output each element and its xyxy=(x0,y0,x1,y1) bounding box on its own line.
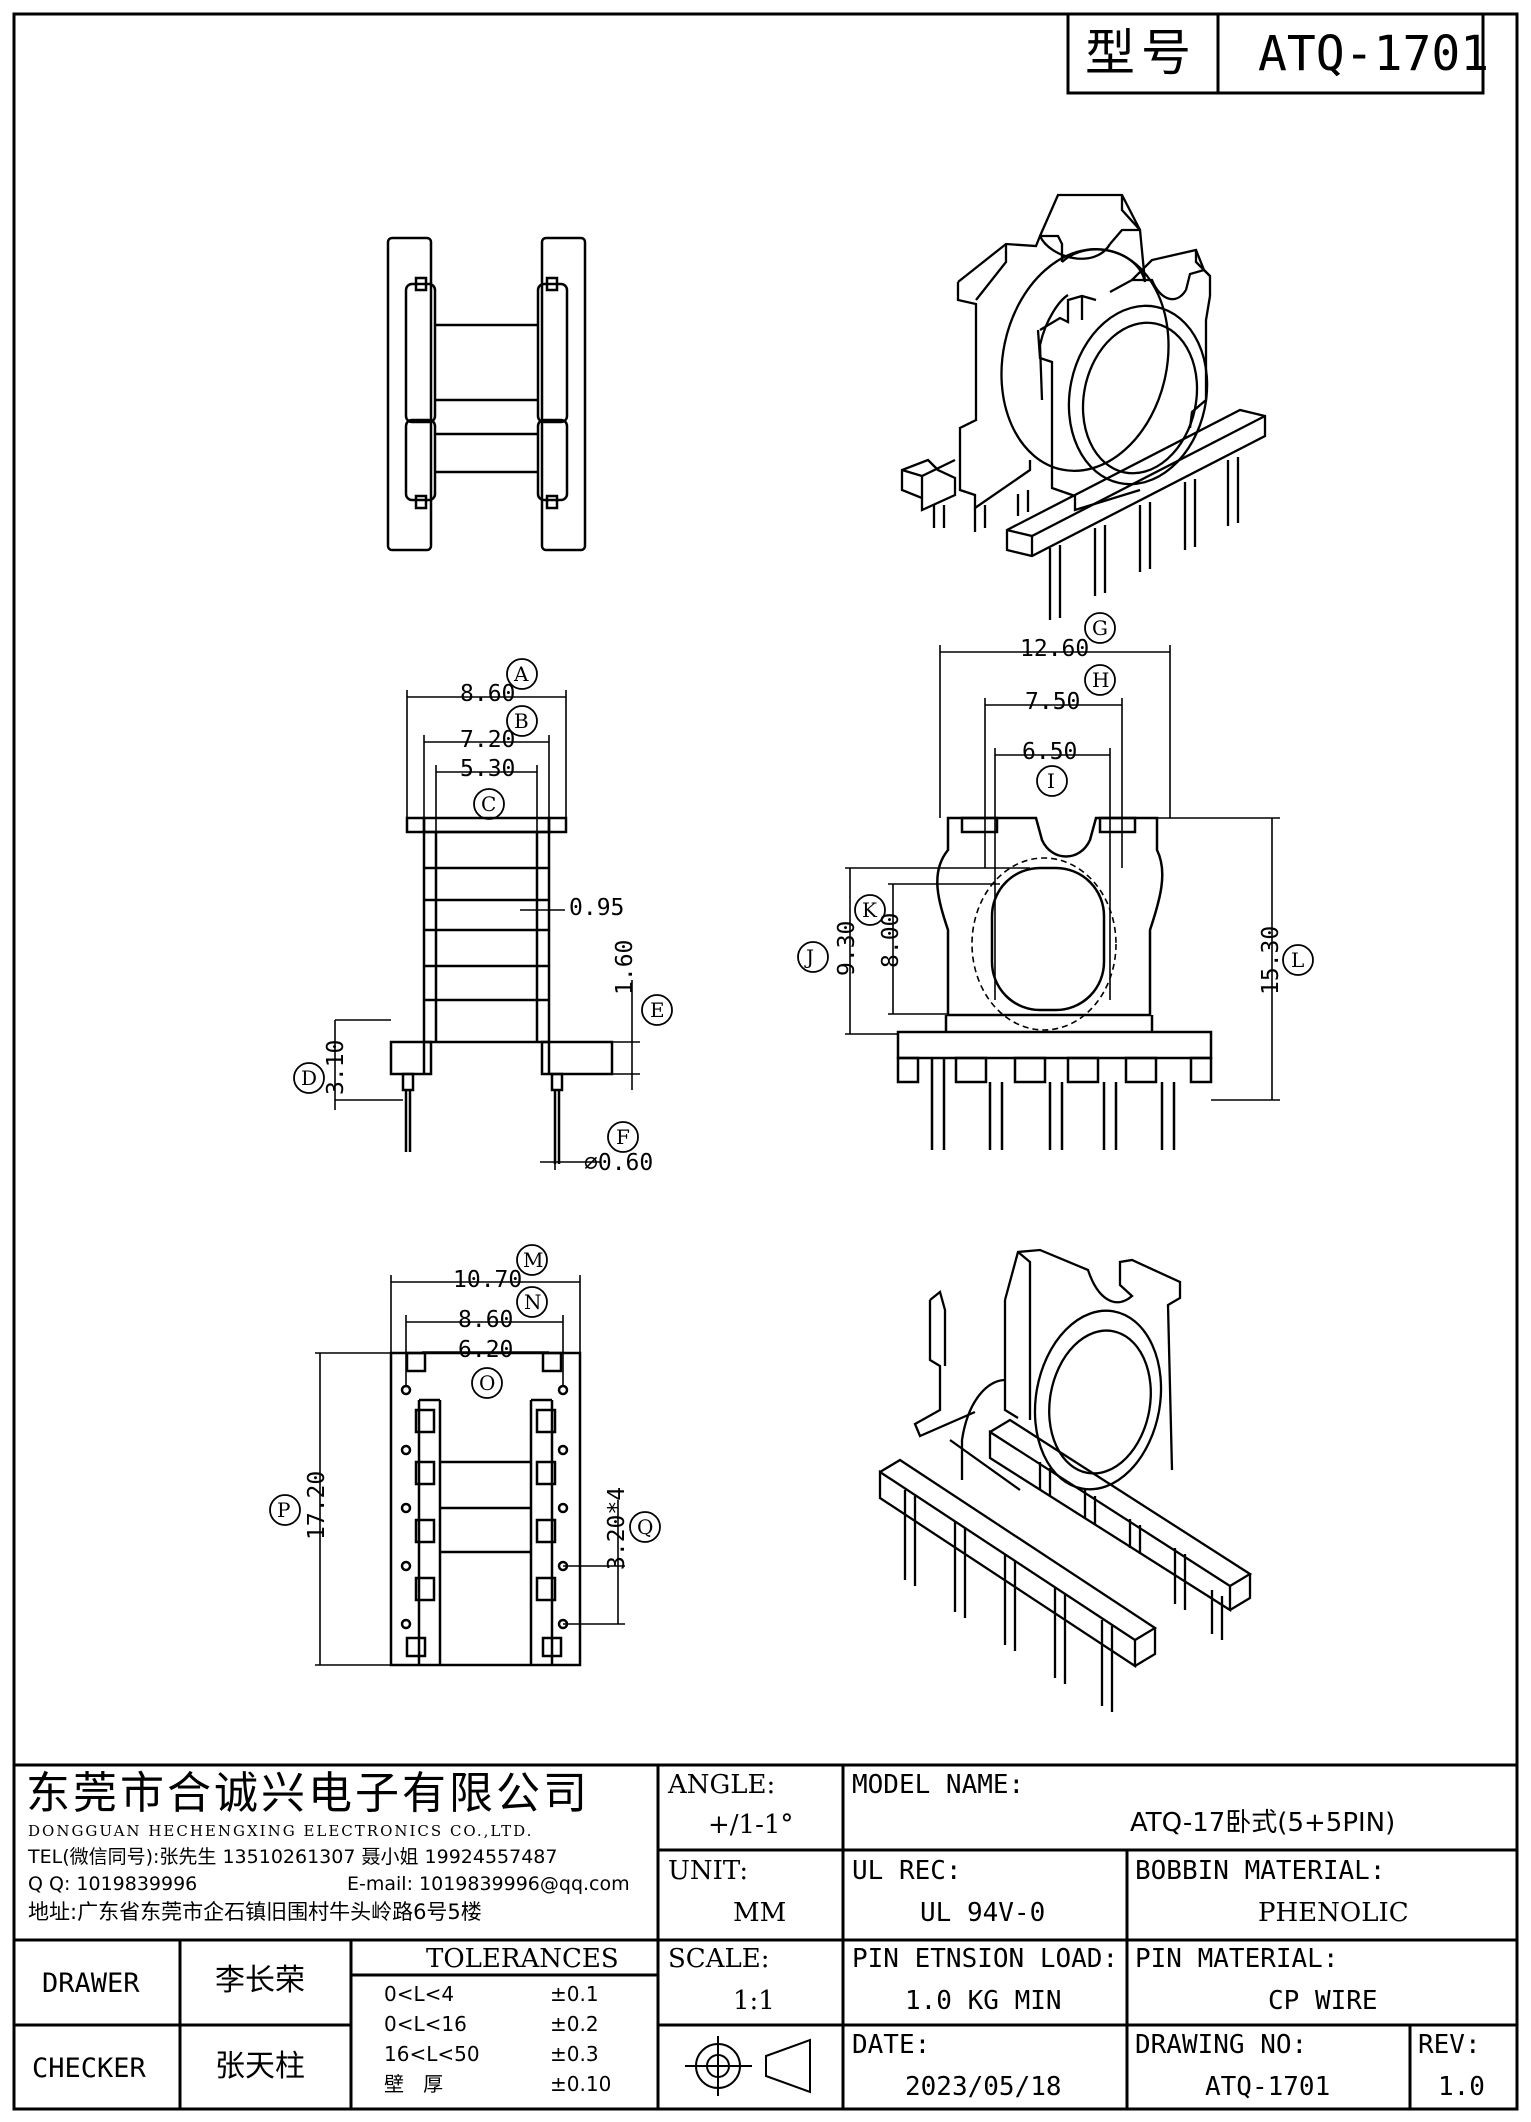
checker-label: CHECKER xyxy=(32,2053,146,2084)
callout-h: H xyxy=(1092,668,1110,692)
isometric-view-bottom xyxy=(878,1248,1253,1712)
unit-label: UNIT: xyxy=(668,1856,749,1886)
model-name-value: ATQ-17卧式(5+5PIN) xyxy=(1130,1808,1396,1838)
callout-g: G xyxy=(1092,616,1108,640)
pin-load-label: PIN ETNSION LOAD: xyxy=(852,1944,1119,1974)
dim-d: 3.10 xyxy=(323,1039,349,1095)
callout-a: A xyxy=(514,662,529,686)
drawer-value: 李长荣 xyxy=(215,1963,305,1998)
tolerance-value-1: ±0.1 xyxy=(550,1982,599,2006)
callout-n: N xyxy=(524,1290,542,1314)
callout-j: J xyxy=(806,945,815,969)
callout-p: P xyxy=(277,1498,291,1522)
company-tel: TEL(微信同号):张先生 13510261307 聂小姐 1992455748… xyxy=(28,1846,558,1868)
company-name-en: DONGGUAN HECHENGXING ELECTRONICS CO.,LTD… xyxy=(28,1822,534,1840)
angle-value: +/1-1° xyxy=(708,1810,794,1840)
callout-k: K xyxy=(862,898,877,922)
callout-c: C xyxy=(481,792,497,816)
company-name-cn: 东莞市合诚兴电子有限公司 xyxy=(26,1768,590,1819)
bobbin-value: PHENOLIC xyxy=(1258,1898,1409,1928)
ul-label: UL REC: xyxy=(852,1856,962,1886)
pin-load-value: 1.0 KG MIN xyxy=(905,1986,1062,2016)
isometric-view-top xyxy=(900,193,1267,620)
dim-n: 8.60 xyxy=(458,1307,514,1333)
front-view xyxy=(845,645,1280,1150)
tolerance-value-2: ±0.2 xyxy=(550,2012,599,2036)
bobbin-label: BOBBIN MATERIAL: xyxy=(1135,1856,1386,1886)
dim-k: 8.00 xyxy=(878,912,904,968)
drawing-no-label: DRAWING NO: xyxy=(1135,2030,1308,2060)
ul-value: UL 94V-0 xyxy=(920,1898,1046,1928)
rev-label: REV: xyxy=(1418,2030,1481,2060)
dim-l: 15.30 xyxy=(1258,925,1284,995)
dim-b: 7.20 xyxy=(460,727,516,753)
dim-m: 10.70 xyxy=(453,1267,523,1293)
callout-f: F xyxy=(616,1125,630,1149)
projection-symbol xyxy=(685,2036,811,2096)
pin-material-label: PIN MATERIAL: xyxy=(1135,1944,1339,1974)
company-qq: Q Q: 1019839996 xyxy=(28,1873,198,1895)
side-view xyxy=(334,690,640,1170)
bottom-view xyxy=(315,1275,625,1667)
model-name-label: MODEL NAME: xyxy=(852,1770,1025,1800)
tolerances-label: TOLERANCES xyxy=(426,1944,619,1974)
dim-f: ⌀0.60 xyxy=(584,1150,654,1176)
date-label: DATE: xyxy=(852,2030,931,2060)
tolerance-value-4: ±0.10 xyxy=(550,2072,612,2096)
pin-material-value: CP WIRE xyxy=(1268,1986,1378,2016)
callout-d: D xyxy=(301,1066,318,1090)
tolerance-range-4: 壁 厚 xyxy=(384,2072,444,2096)
header-model-code: ATQ-1701 xyxy=(1258,26,1490,82)
company-address: 地址:广东省东莞市企石镇旧围村牛头岭路6号5楼 xyxy=(28,1900,482,1924)
drawing-border xyxy=(12,12,1519,2111)
callout-l: L xyxy=(1291,948,1305,972)
date-value: 2023/05/18 xyxy=(905,2072,1062,2102)
dim-a: 8.60 xyxy=(460,681,516,707)
title-block-lines xyxy=(14,1763,1517,2109)
callout-q: Q xyxy=(637,1515,654,1539)
unit-value: MM xyxy=(733,1898,787,1928)
callout-b: B xyxy=(514,709,529,733)
callout-circles xyxy=(269,612,1314,1543)
callout-o: O xyxy=(479,1371,496,1395)
header-model-label: 型号 xyxy=(1085,24,1197,82)
dim-thickness: 0.95 xyxy=(569,895,625,921)
scale-label: SCALE: xyxy=(668,1944,770,1974)
dim-g: 12.60 xyxy=(1020,636,1090,662)
dim-q: 3.20*4 xyxy=(604,1486,630,1570)
dim-j: 9.30 xyxy=(834,920,860,976)
company-email: E-mail: 1019839996@qq.com xyxy=(347,1873,630,1895)
dim-c: 5.30 xyxy=(460,756,516,782)
dim-o: 6.20 xyxy=(458,1337,514,1363)
angle-label: ANGLE: xyxy=(668,1770,776,1800)
tolerance-value-3: ±0.3 xyxy=(550,2042,599,2066)
scale-value: 1:1 xyxy=(733,1986,775,2016)
rev-value: 1.0 xyxy=(1438,2072,1485,2102)
callout-i: I xyxy=(1047,769,1055,793)
checker-value: 张天柱 xyxy=(215,2049,305,2084)
top-view xyxy=(386,236,587,552)
tolerance-range-2: 0<L<16 xyxy=(384,2012,467,2036)
tolerance-range-1: 0<L<4 xyxy=(384,1982,455,2006)
drawer-label: DRAWER xyxy=(42,1968,140,1999)
dim-i: 6.50 xyxy=(1022,739,1078,765)
callout-m: M xyxy=(523,1248,544,1272)
dim-e: 1.60 xyxy=(612,939,638,995)
dim-p: 17.20 xyxy=(304,1470,330,1540)
callout-e: E xyxy=(650,998,665,1022)
dim-h: 7.50 xyxy=(1025,689,1081,715)
tolerance-range-3: 16<L<50 xyxy=(384,2042,480,2066)
drawing-no-value: ATQ-1701 xyxy=(1205,2072,1331,2102)
header-box xyxy=(1066,12,1485,95)
